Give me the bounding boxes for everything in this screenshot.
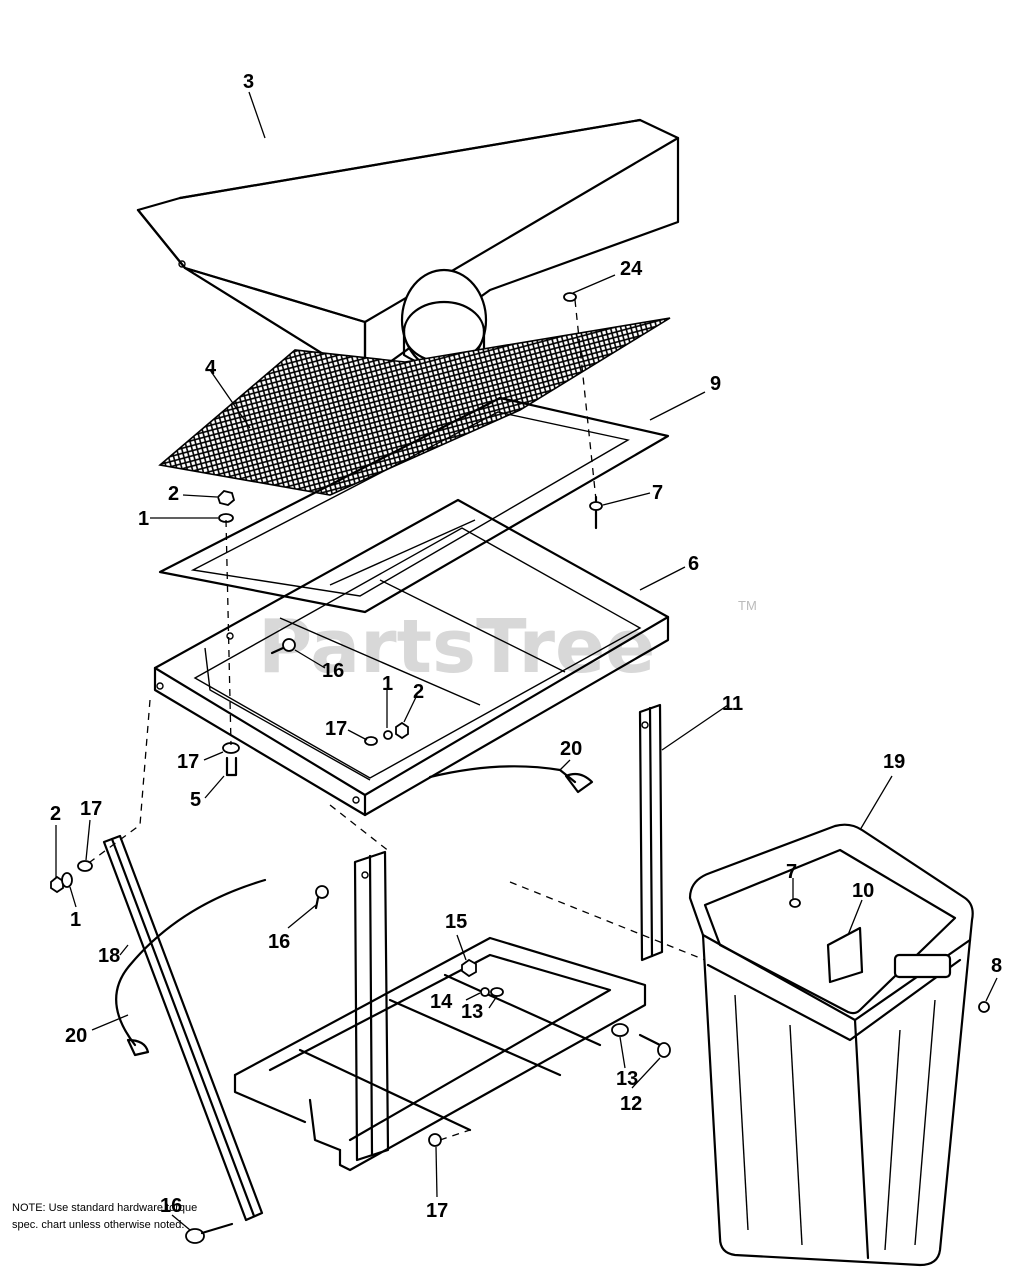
callout-2: 2 (50, 803, 61, 825)
callout-12: 12 (620, 1093, 642, 1115)
callout-5: 5 (190, 789, 201, 811)
part-11-stand (233, 703, 664, 1172)
svg-text:PartsTree: PartsTree (258, 604, 655, 690)
callout-8: 8 (991, 955, 1002, 977)
callout-16: 16 (160, 1195, 182, 1217)
frame-hardware (216, 490, 603, 777)
torque-note: NOTE: Use standard hardware torque spec.… (12, 1202, 198, 1231)
callout-24: 24 (620, 258, 643, 280)
part-18-brace (102, 834, 264, 1222)
callout-17: 17 (177, 751, 199, 773)
callout-16: 16 (322, 660, 344, 682)
part-3-hopper-cover (136, 118, 680, 382)
leader-lines (55, 91, 998, 1231)
callout-3: 3 (243, 71, 254, 93)
callout-4: 4 (205, 357, 217, 379)
callout-1: 1 (70, 909, 81, 931)
svg-text:TM: TM (738, 598, 757, 613)
part-20-cables (115, 765, 594, 1057)
callout-19: 19 (883, 751, 905, 773)
part-19-bin (688, 823, 990, 1267)
callout-1: 1 (382, 673, 393, 695)
callout-20: 20 (65, 1025, 87, 1047)
callout-14: 14 (430, 991, 453, 1013)
brace-hardware (50, 860, 234, 1244)
callout-1: 1 (138, 508, 149, 530)
callout-16: 16 (268, 931, 290, 953)
callout-labels: 3 24 4 9 2 1 7 6 16 1 2 17 17 5 11 20 19… (50, 71, 1002, 1222)
callout-10: 10 (852, 880, 874, 902)
callout-18: 18 (98, 945, 120, 967)
callout-17: 17 (325, 718, 347, 740)
callout-20: 20 (560, 738, 582, 760)
part-6-frame (153, 498, 670, 817)
callout-7: 7 (652, 482, 663, 504)
part-24-washer (563, 292, 577, 302)
callout-17: 17 (80, 798, 102, 820)
callout-13: 13 (461, 1001, 483, 1023)
assembly-lines (89, 299, 706, 1141)
callout-13: 13 (616, 1068, 638, 1090)
callout-7: 7 (786, 861, 797, 883)
stand-hardware (314, 885, 671, 1147)
callout-11: 11 (722, 693, 743, 715)
callout-15: 15 (445, 911, 467, 933)
callout-17: 17 (426, 1200, 448, 1222)
part-9-gasket (158, 396, 670, 614)
callout-6: 6 (688, 553, 699, 575)
callout-9: 9 (710, 373, 721, 395)
callout-2: 2 (413, 681, 424, 703)
part-4-screen (158, 317, 671, 496)
callout-2: 2 (168, 483, 179, 505)
